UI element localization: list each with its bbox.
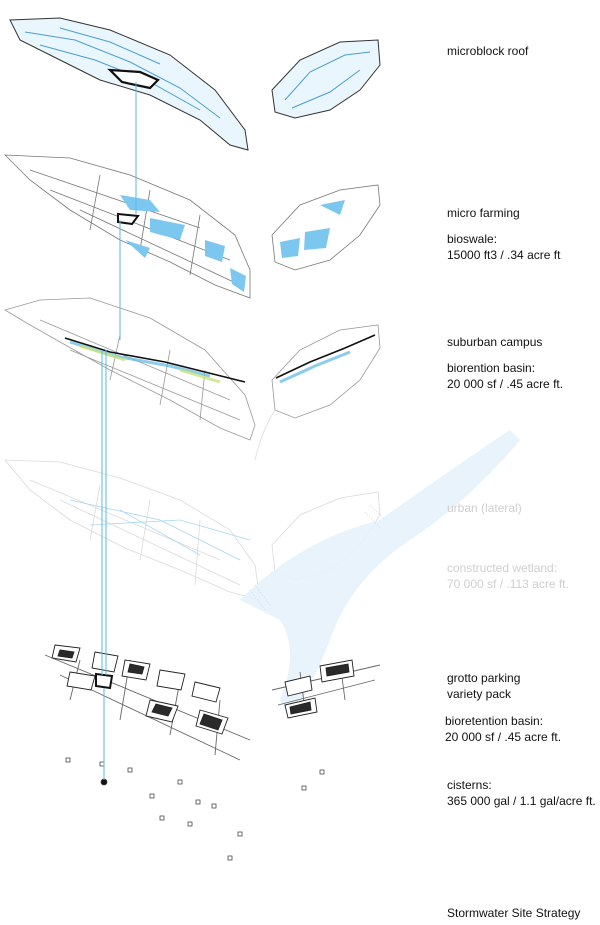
cistern [211,803,217,809]
urban-lateral-flows [69,499,251,561]
farming-bioswale-right [280,200,345,258]
layer-roof [9,17,381,151]
cistern [99,761,105,767]
cistern [187,821,193,827]
label-farming-title: micro farming [447,206,520,220]
label-cisterns: cisterns: 365 000 gal / 1.1 gal/acre ft. [447,777,596,809]
label-bioretention-value: 20 000 sf / .45 acre ft. [445,730,562,744]
campus-left-outline [4,297,256,441]
cistern [237,831,243,837]
layer-farming [3,154,381,299]
label-wetland-heading: constructed wetland: [447,561,558,575]
cistern [319,769,325,775]
campus-basin-right [275,334,376,379]
campus-stem [254,409,276,461]
urban-left-streets [29,479,241,586]
label-wetland: constructed wetland: 70 000 sf / .113 ac… [447,560,569,592]
label-biorention-heading: biorention basin: [447,361,536,375]
figure-caption: Stormwater Site Strategy [447,906,581,920]
label-urban: urban (lateral) [447,500,522,516]
layer-campus [4,297,381,461]
urban-left-outline [4,459,261,601]
label-cisterns-value: 365 000 gal / 1.1 gal/acre ft. [447,794,596,808]
label-grotto-sub: variety pack [447,687,512,701]
flow-connectors [101,82,137,780]
layer-cisterns [65,757,325,861]
campus-right-outline [271,324,381,419]
cistern [159,815,165,821]
label-grotto: grotto parking variety pack [447,670,520,702]
label-grotto-title: grotto parking [447,671,521,685]
roof-right-inner [284,51,371,109]
roof-right-block [271,39,381,119]
cistern [301,785,307,791]
label-biorention-value: 20 000 sf / .45 acre ft. [447,377,564,391]
farming-bioswale-left [120,195,246,292]
layer-urban [4,430,520,720]
label-roof: microblock roof [447,43,528,59]
farming-left-outline [3,154,251,299]
label-wetland-value: 70 000 sf / .113 acre ft. [447,577,569,591]
wetland-dots [249,504,386,611]
cistern [177,779,183,785]
label-campus: suburban campus biorention basin: 20 000… [447,334,563,392]
label-bioretention: bioretention basin: 20 000 sf / .45 acre… [445,713,561,745]
grotto-highlight-block [95,672,114,690]
campus-basin-right-color [279,350,351,384]
label-campus-title: suburban campus [447,335,543,349]
grotto-left-blocks [51,644,229,735]
layer-grotto [44,644,381,761]
roof-highlight-block [107,68,160,90]
farming-highlight-block [117,212,140,226]
label-bioretention-heading: bioretention basin: [445,714,544,728]
cistern [127,767,133,773]
cistern [195,799,201,805]
campus-green-accent [79,344,221,384]
campus-basin-left [64,337,246,383]
label-farming: micro farming bioswale: 15000 ft3 / .34 … [447,205,560,263]
wetland-river [240,430,520,720]
label-bioswale-heading: bioswale: [447,232,498,246]
label-urban-title: urban (lateral) [447,501,522,515]
farming-left-streets [29,169,241,286]
farming-right-outline [271,184,381,271]
campus-left-streets [39,319,241,421]
label-bioswale-value: 15000 ft3 / .34 acre ft [447,248,561,262]
label-roof-title: microblock roof [447,44,529,58]
label-cisterns-heading: cisterns: [447,778,492,792]
grotto-right-dark-lots [289,663,350,715]
grotto-left-dark-lots [57,649,223,731]
cistern [65,757,71,763]
cistern [149,793,155,799]
cistern [227,855,233,861]
